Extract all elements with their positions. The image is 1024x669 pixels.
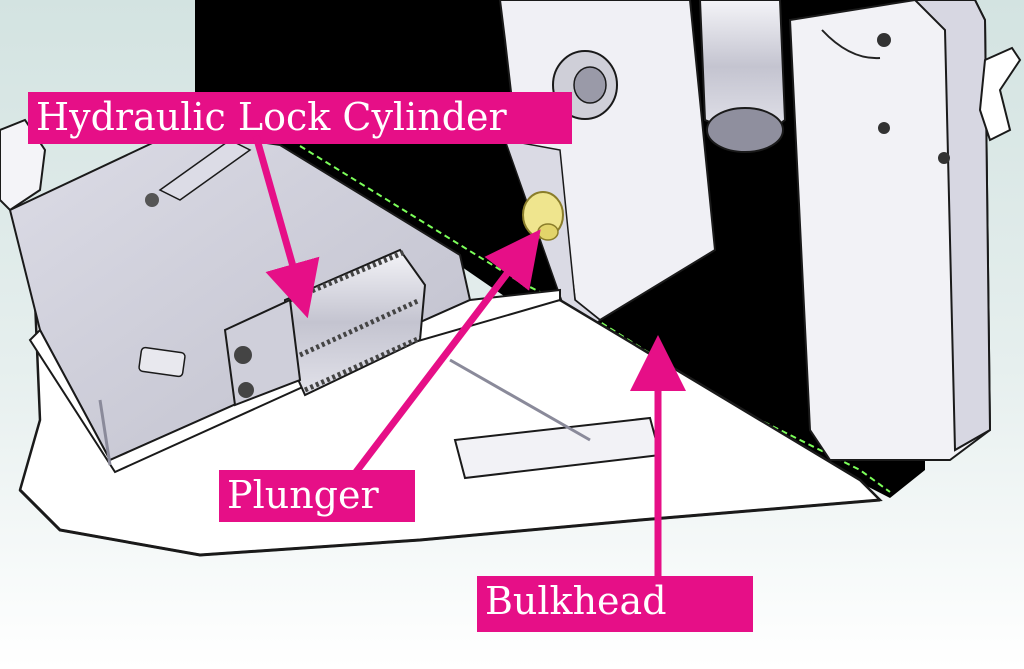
label-box-hydraulic — [28, 92, 572, 144]
tray-bolt — [145, 193, 159, 207]
arrow-to-plunger — [353, 229, 541, 475]
tray-rod — [98, 358, 591, 466]
clevis-hole — [238, 382, 254, 398]
right-housing-side — [913, 0, 992, 452]
plunger-label: Plunger — [227, 473, 379, 517]
bulkhead-label: Bulkhead — [485, 579, 667, 623]
plunger-tip — [537, 223, 559, 241]
motor-end — [706, 107, 784, 153]
tray-button — [138, 346, 186, 378]
tray-slot — [158, 139, 252, 201]
label-box-plunger — [219, 470, 415, 522]
hydraulic-fitting-inner — [573, 66, 607, 104]
base-frame-lower-edge — [18, 488, 881, 557]
housing-bolt-hole — [938, 152, 950, 164]
label-box-bulkhead — [477, 576, 753, 632]
arrow-to-hydraulic-cylinder — [252, 135, 320, 319]
clevis-hole — [234, 346, 252, 364]
housing-bolt-hole — [878, 122, 890, 134]
retaining-pin — [978, 46, 1022, 142]
housing-bolt-hole — [877, 33, 891, 47]
housing-arc-detail — [821, 29, 881, 60]
hydraulic-lock-cylinder-label: Hydraulic Lock Cylinder — [36, 95, 507, 139]
